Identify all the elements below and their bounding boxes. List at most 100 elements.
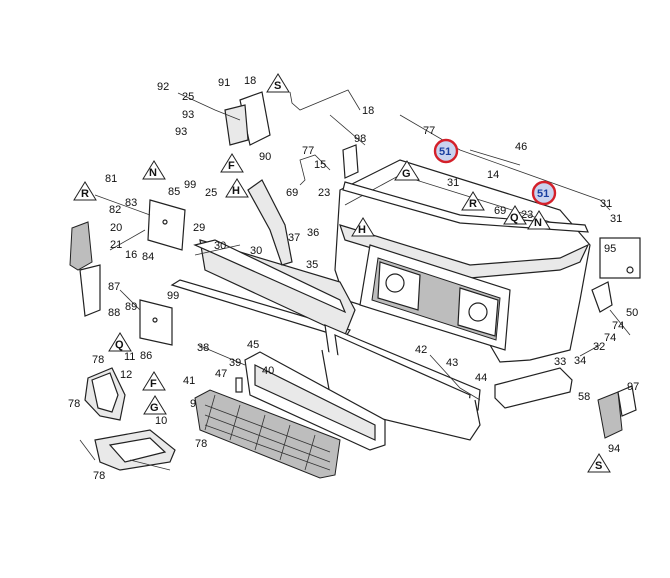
svg-text:F: F: [150, 378, 157, 390]
cover-piece-37: [247, 179, 293, 266]
svg-text:H: H: [232, 185, 240, 197]
part-label: 90: [259, 151, 271, 163]
part-label: 35: [306, 259, 318, 271]
part-label: 12: [120, 369, 132, 381]
svg-text:G: G: [402, 168, 411, 180]
part-label: 40: [262, 365, 274, 377]
part-label: 37: [288, 232, 300, 244]
part-label: 34: [574, 355, 586, 367]
part-label: 41: [183, 375, 195, 387]
part-label: 16: [125, 249, 137, 261]
part-label: 91: [218, 77, 230, 89]
part-label: 95: [604, 243, 616, 255]
part-label: 83: [125, 197, 137, 209]
corner-trim-34: [494, 367, 573, 409]
part-label: 31: [447, 177, 459, 189]
part-label: 43: [446, 357, 458, 369]
grille-frame-40: [244, 351, 386, 451]
part-label: 69: [494, 205, 506, 217]
bracket-98: [342, 144, 359, 179]
callout-triangle: Q: [108, 332, 132, 352]
callout-triangle: F: [142, 371, 166, 391]
svg-text:R: R: [81, 188, 89, 200]
callout-triangle: N: [142, 160, 166, 180]
side-panel-85: [147, 199, 186, 251]
part-label: 78: [68, 398, 80, 410]
part-label: 99: [184, 179, 196, 191]
part-label: 50: [626, 307, 638, 319]
part-label: 23: [318, 187, 330, 199]
part-label: 14: [487, 169, 499, 181]
side-panel-89: [139, 299, 173, 346]
svg-text:Q: Q: [510, 212, 519, 224]
part-label: 93: [182, 109, 194, 121]
part-label: 39: [229, 357, 241, 369]
part-label: 78: [195, 438, 207, 450]
part-label: 23: [521, 209, 533, 221]
fog-lamp-10: [94, 429, 176, 471]
part-label: 78: [93, 470, 105, 482]
fog-light-bracket: [84, 367, 126, 421]
callout-triangle: G: [394, 160, 420, 181]
svg-text:Q: Q: [115, 339, 124, 351]
part-label: 86: [140, 350, 152, 362]
svg-text:G: G: [150, 402, 159, 414]
part-label: 81: [105, 173, 117, 185]
highlighted-part-51[interactable]: 51: [531, 180, 557, 206]
part-label: 9: [190, 398, 196, 410]
mount-bracket-50: [591, 281, 613, 313]
callout-triangle: H: [351, 217, 375, 237]
part-label: 31: [610, 213, 622, 225]
stud-47: [235, 377, 243, 393]
part-label: 18: [244, 75, 256, 87]
part-label: 87: [108, 281, 120, 293]
part-label: 92: [157, 81, 169, 93]
part-label: 89: [125, 301, 137, 313]
part-label: 38: [197, 342, 209, 354]
svg-text:H: H: [358, 224, 366, 236]
part-label: 99: [167, 290, 179, 302]
part-label: 20: [110, 222, 122, 234]
callout-triangle: R: [461, 191, 485, 211]
callout-triangle: S: [587, 453, 611, 473]
part-label: 74: [612, 320, 624, 332]
svg-text:S: S: [595, 460, 602, 472]
part-label: 18: [362, 105, 374, 117]
part-label: 69: [286, 187, 298, 199]
part-label: 93: [175, 126, 187, 138]
lower-bumper-panel: [321, 324, 481, 441]
part-label: 94: [608, 443, 620, 455]
svg-text:N: N: [149, 167, 157, 179]
lower-trim-bar-45: [170, 239, 356, 339]
part-label: 88: [108, 307, 120, 319]
callout-triangle: S: [266, 73, 290, 93]
part-label: 82: [109, 204, 121, 216]
callout-triangle: Q: [503, 205, 527, 225]
leader-lines: [79, 89, 631, 471]
top-bracket-91: [224, 91, 271, 146]
bumper-main-housing: [334, 159, 591, 363]
svg-text:N: N: [534, 217, 542, 229]
part-label: 78: [92, 354, 104, 366]
part-label: 44: [475, 372, 487, 384]
svg-text:S: S: [274, 80, 281, 92]
part-label: 84: [142, 251, 154, 263]
callout-triangle: R: [73, 181, 97, 201]
svg-text:F: F: [228, 160, 235, 172]
part-label: 33: [554, 356, 566, 368]
part-label: 77: [302, 145, 314, 157]
part-label: 36: [307, 227, 319, 239]
part-label: 21: [110, 239, 122, 251]
front-grille-mesh: [194, 389, 341, 479]
part-label: 32: [593, 341, 605, 353]
part-label: 77: [423, 125, 435, 137]
callout-triangle: H: [225, 178, 249, 198]
part-label: 30: [214, 240, 226, 252]
highlighted-part-51[interactable]: 51: [433, 138, 459, 164]
part-label: 25: [182, 91, 194, 103]
part-label: 85: [168, 186, 180, 198]
part-label: 47: [215, 368, 227, 380]
part-label: 46: [515, 141, 527, 153]
